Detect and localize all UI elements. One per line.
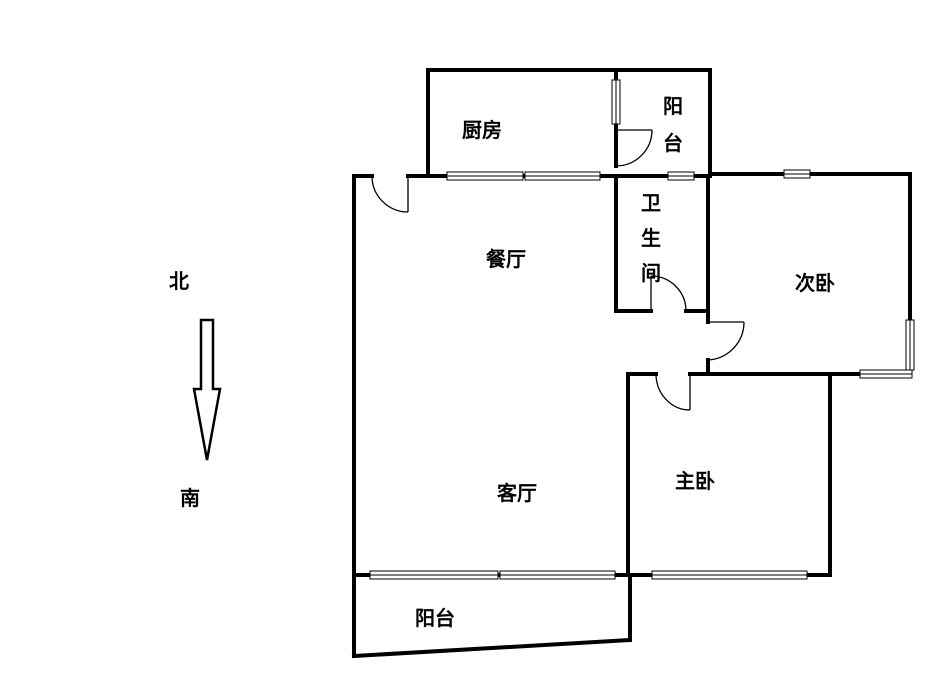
window-bathroom <box>667 171 695 181</box>
room-kitchen-label: 厨房 <box>462 118 502 142</box>
room-dining-label: 餐厅 <box>486 247 526 271</box>
room-balcony-north-label-1: 阳 <box>663 94 683 118</box>
room-second-bedroom-label: 次卧 <box>795 271 835 295</box>
room-bathroom-label-2: 生 <box>641 226 661 250</box>
labels: 北 南 厨房 阳 台 卫 生 间 餐厅 次卧 客厅 主卧 阳台 <box>169 94 835 630</box>
window-dining-north-1 <box>446 171 524 181</box>
room-bathroom-label-1: 卫 <box>641 191 661 215</box>
window-second-north <box>783 169 811 179</box>
room-balcony-south-label: 阳台 <box>415 606 455 630</box>
door-bathroom <box>650 275 687 312</box>
window-living-south-1 <box>369 570 499 580</box>
room-master-bedroom-label: 主卧 <box>675 469 715 493</box>
doors <box>371 129 745 411</box>
door-kitchen-balcony <box>615 129 653 167</box>
window-dining-north-2 <box>524 171 601 181</box>
window-second-bay <box>859 319 915 379</box>
window-living-south-2 <box>499 570 616 580</box>
room-living-label: 客厅 <box>496 481 537 505</box>
wall-balcony-south-bottom <box>351 637 633 659</box>
compass-south-label: 南 <box>180 486 200 510</box>
walls <box>351 68 912 659</box>
windows <box>369 79 915 580</box>
room-bathroom-label-3: 间 <box>641 261 661 285</box>
door-master-bedroom <box>655 373 691 411</box>
window-kitchen-balcony <box>611 79 621 125</box>
south-arrow-icon <box>192 318 222 461</box>
wall-kitchen-top <box>426 68 712 178</box>
window-master-south <box>651 570 808 580</box>
door-entry <box>371 175 409 213</box>
room-balcony-north-label-2: 台 <box>663 131 683 155</box>
door-second-bedroom <box>707 321 745 361</box>
compass-north-label: 北 <box>169 269 189 293</box>
